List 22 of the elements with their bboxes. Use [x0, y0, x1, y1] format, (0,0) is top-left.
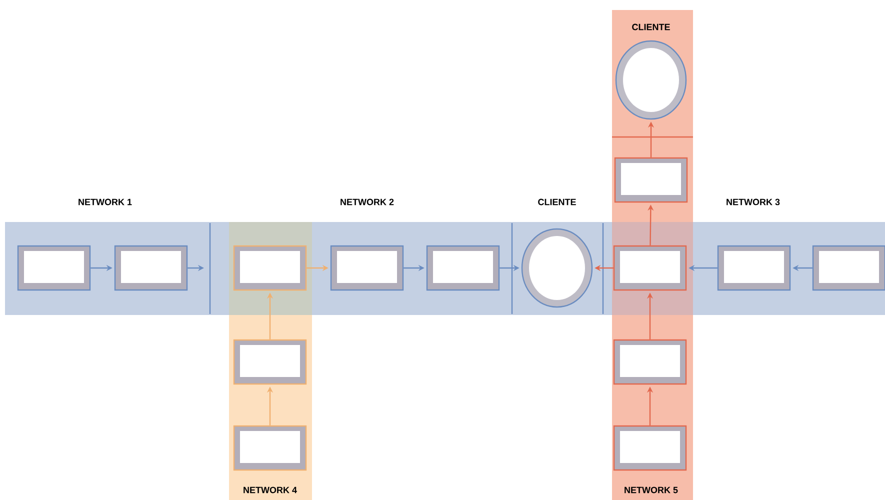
device-box: [233, 339, 307, 385]
network-label: NETWORK 3: [726, 198, 780, 206]
device-box: [614, 157, 688, 203]
device-box: [812, 245, 885, 291]
device-box: [426, 245, 500, 291]
device-box: [613, 339, 687, 385]
device-box: [330, 245, 404, 291]
device-box: [717, 245, 791, 291]
device-box: [233, 245, 307, 291]
device-box: [613, 245, 687, 291]
device-box: [114, 245, 188, 291]
client-circle: [615, 40, 687, 120]
network-label: NETWORK 4: [244, 486, 297, 494]
client-circle: [521, 228, 593, 308]
network-label: NETWORK 1: [78, 198, 132, 206]
device-box: [613, 425, 687, 471]
network-label: CLIENTE: [632, 24, 670, 30]
network-label: NETWORK 5: [624, 486, 678, 494]
network-label: CLIENTE: [538, 198, 576, 206]
network-label: NETWORK 2: [340, 198, 394, 206]
device-box: [17, 245, 91, 291]
device-box: [233, 425, 307, 471]
